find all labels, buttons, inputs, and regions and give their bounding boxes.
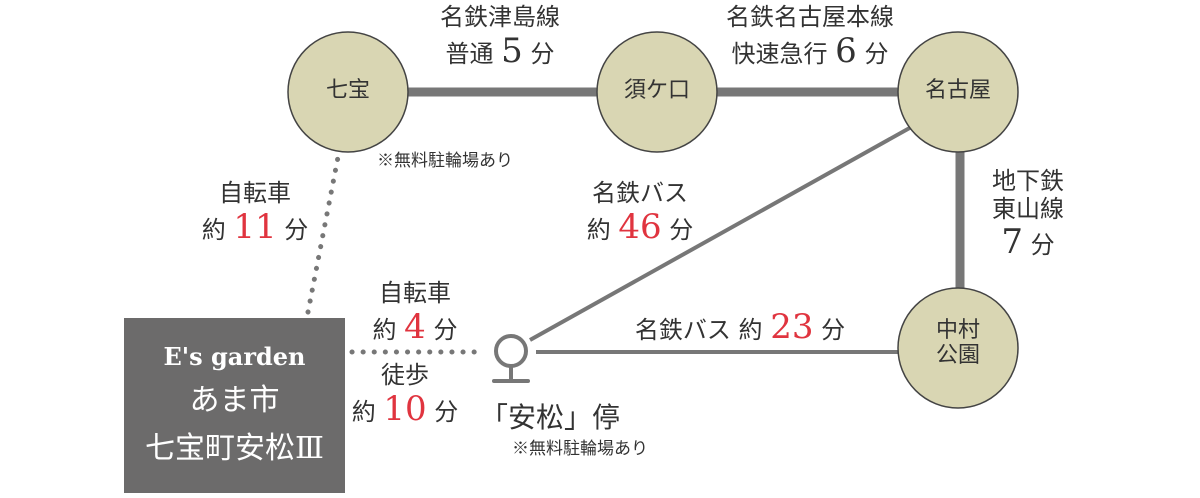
bus-stop-icon [492,334,530,383]
property-brand: E's garden [163,342,306,371]
property-city: あま市 [189,383,280,418]
stop-parking-note: ※無料駐輪場あり [512,439,648,459]
station-shippo-circle [287,31,409,153]
bus-stop-name: 「安松」停 [480,401,621,434]
shippo-parking-note: ※無料駐輪場あり [377,151,513,171]
property-box: E's garden あま市 七宝町安松Ⅲ [124,318,345,493]
station-nakamura-circle [897,287,1019,409]
property-address: 七宝町安松Ⅲ [145,431,324,466]
station-nagoya-circle [897,31,1019,153]
bus23-label: 名鉄バス 約 23 分 [634,307,846,347]
bike4-label: 自転車約 4 分 [372,279,458,347]
station-nagoya: 名古屋 [924,78,991,103]
bike11-label: 自転車約 11 分 [201,179,309,247]
station-shippo: 七宝 [325,78,370,103]
walk10-label: 徒歩約 10 分 [351,361,459,429]
station-sukeguchi-circle [596,31,718,153]
tsushima-label: 名鉄津島線普通 5 分 [440,3,560,71]
line-bus46 [529,123,916,342]
nagoya-main-label: 名鉄名古屋本線快速急行 6 分 [726,3,894,71]
station-nakamura: 中村公園 [935,318,980,369]
station-sukeguchi: 須ケ口 [623,78,690,103]
bus46-label: 名鉄バス約 46 分 [586,179,694,247]
